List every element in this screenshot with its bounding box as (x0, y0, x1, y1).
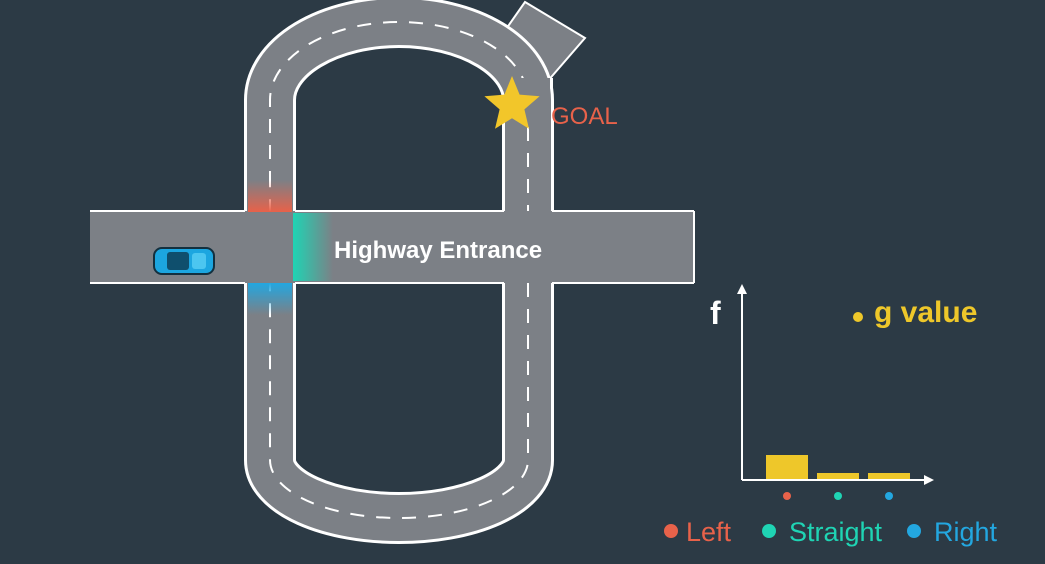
bar-left (766, 455, 808, 479)
legend-left-label: Left (686, 517, 732, 547)
highway-entrance-label: Highway Entrance (334, 237, 542, 264)
category-dot-right (885, 492, 893, 500)
f-chart-axes (737, 284, 934, 485)
legend-right-dot (907, 524, 921, 538)
bar-straight (817, 473, 859, 479)
category-dot-left (783, 492, 791, 500)
bar-right (868, 473, 910, 479)
loop-lane-markings (269, 21, 529, 519)
straight-action-highlight (293, 213, 333, 281)
g-value-legend-dot (853, 312, 863, 322)
category-dot-straight (834, 492, 842, 500)
legend-straight-label: Straight (789, 517, 883, 547)
legend-right-label: Right (934, 517, 998, 547)
left-action-highlight (248, 180, 292, 212)
goal-label: GOAL (551, 103, 618, 130)
chart-bars (766, 455, 910, 479)
chart-category-dots (783, 492, 893, 500)
chart-y-axis-label: f (710, 295, 721, 331)
goal-star-icon (484, 76, 540, 129)
car-icon (153, 247, 215, 275)
g-value-legend-label: g value (874, 296, 977, 329)
legend-straight-dot (762, 524, 776, 538)
right-action-highlight (248, 283, 292, 315)
legend-left-dot (664, 524, 678, 538)
